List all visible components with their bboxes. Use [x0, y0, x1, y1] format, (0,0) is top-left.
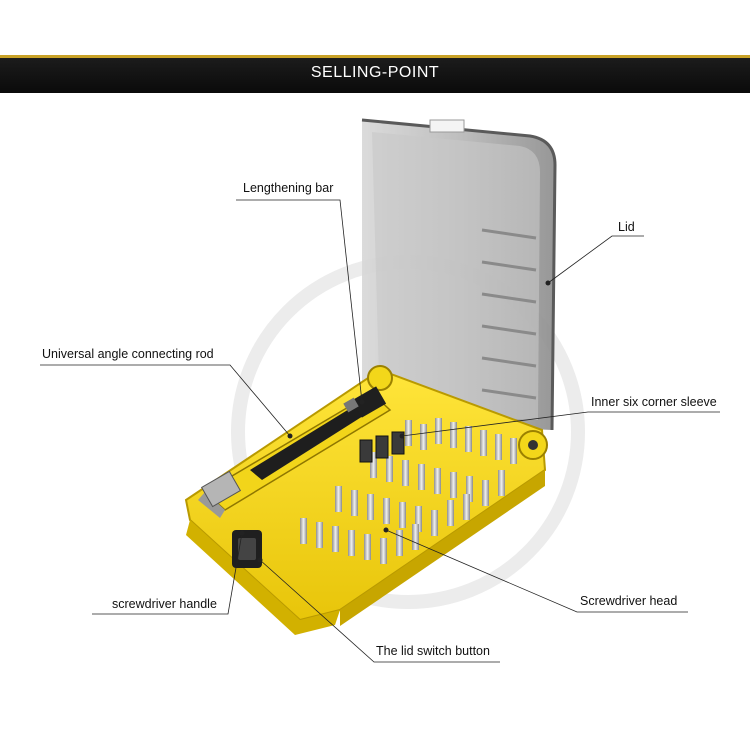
lid-bit-slot: [481, 356, 537, 368]
lid-bit-slot: [481, 292, 537, 304]
label-lengthening-bar: Lengthening bar: [243, 181, 334, 195]
screwdriver-bits: [300, 418, 517, 564]
callout-line-handle: [92, 532, 243, 615]
callout-line-universal-rod: [40, 364, 291, 437]
header-bar: SELLING-POINT: [0, 55, 750, 93]
lid-bit-slot: [481, 260, 537, 272]
hex-socket: [375, 435, 389, 459]
screwdriver-handle: [198, 392, 392, 518]
lid-hinge: [367, 365, 393, 391]
hex-socket: [359, 439, 373, 463]
lid-switch-button: [232, 530, 262, 568]
lid-bit-slot: [481, 388, 537, 400]
lid-latch: [429, 119, 465, 133]
lid: [361, 118, 557, 431]
label-screwdriver-head: Screwdriver head: [580, 594, 678, 608]
callout-line-head: [385, 529, 688, 613]
label-lid-switch-button: The lid switch button: [376, 644, 490, 658]
lengthening-bar: [343, 386, 387, 418]
callout-line-lid: [547, 235, 644, 284]
label-inner-six-corner-sleeve: Inner six corner sleeve: [591, 395, 717, 409]
label-lid: Lid: [618, 220, 635, 234]
callout-line-lengthening-bar: [236, 199, 363, 403]
lid-bit-slot: [481, 324, 537, 336]
label-screwdriver-handle: screwdriver handle: [112, 597, 217, 611]
callout-line-inner-sleeve: [401, 411, 720, 437]
label-universal-angle-connecting-rod: Universal angle connecting rod: [42, 347, 214, 361]
page-title: SELLING-POINT: [310, 64, 440, 81]
callout-line-switch-button: [259, 559, 500, 663]
lid-bit-slot: [481, 228, 537, 240]
